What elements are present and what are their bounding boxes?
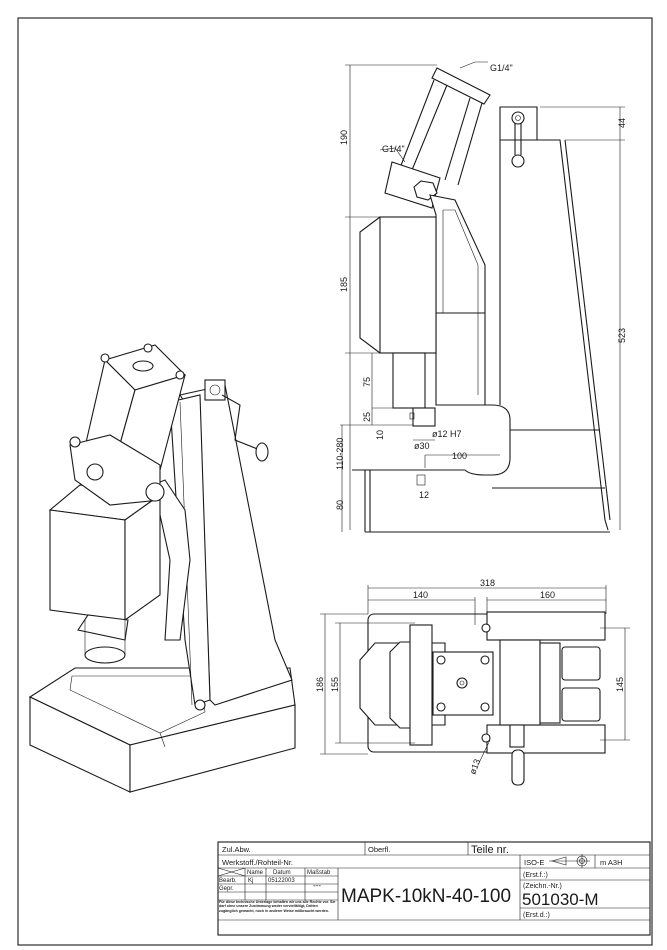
erst-d-label: (Erst.d.:) <box>523 912 550 919</box>
grip-lower <box>561 687 601 722</box>
erst-f-label: (Erst.f.:) <box>523 872 548 879</box>
dim-12: 12 <box>419 490 429 500</box>
dim-44: 44 <box>617 118 627 128</box>
dim-100: 100 <box>452 451 467 461</box>
port-label-side: G1/4" <box>382 144 405 154</box>
bearb-name: Kj <box>248 878 253 884</box>
dim-110-280: 110-280 <box>335 438 345 470</box>
arm <box>139 479 191 641</box>
ram <box>392 352 426 409</box>
rail-bottom <box>486 724 606 754</box>
table-slot <box>69 675 206 734</box>
dim-25: 25 <box>362 412 372 422</box>
iso-label: ISO-E <box>524 858 544 867</box>
drawing-number: 501030-M <box>522 890 599 909</box>
massstab-value: --- <box>313 881 321 890</box>
dim-155: 155 <box>330 677 340 692</box>
dim-185: 185 <box>339 277 349 292</box>
zeichn-nr-label: (Zeichn.-Nr.) <box>523 883 562 890</box>
teile-nr-label: Teile nr. <box>471 844 509 856</box>
zul-abw-label: Zul.Abw. <box>222 845 251 854</box>
row-gepr: Gepr. <box>219 886 234 892</box>
dim-13: ø13 <box>467 758 482 776</box>
crank-housing <box>204 379 226 401</box>
dim-75: 75 <box>362 377 372 387</box>
crank-handle <box>255 442 269 462</box>
crank-hub <box>509 724 525 748</box>
dim-10: 10 <box>375 430 385 440</box>
oberfl-label: Oberfl. <box>368 845 391 854</box>
crank-arm <box>221 394 261 451</box>
tool <box>84 646 126 664</box>
dim-160: 160 <box>540 590 555 600</box>
grip-upper <box>561 646 601 681</box>
plan-view: 318 140 160 186 155 145 ø13 <box>315 578 630 786</box>
head-box <box>379 216 437 354</box>
format-label: m A3H <box>600 858 623 867</box>
dim-186: 186 <box>315 677 325 692</box>
hex-nut <box>145 482 165 502</box>
port-label-top: G1/4" <box>490 63 513 73</box>
column-top <box>499 639 541 726</box>
dim-30: ø30 <box>414 441 430 451</box>
head-clamp <box>409 624 433 746</box>
crank-handle <box>511 749 525 786</box>
arm <box>429 194 486 406</box>
dim-523: 523 <box>617 328 627 343</box>
tool <box>412 407 436 427</box>
page-border <box>17 17 653 946</box>
crank-pivot <box>511 111 525 125</box>
title-block: Zul.Abw. Oberfl. Teile nr. Werkstoff./Ro… <box>217 841 651 936</box>
col-massstab: Maßstab <box>307 870 331 876</box>
dim-318: 318 <box>480 578 495 588</box>
projection-symbol-icon <box>549 854 590 868</box>
dim-190: 190 <box>339 130 349 145</box>
head-front <box>49 509 126 621</box>
ram <box>77 614 129 641</box>
base-side-face <box>129 704 296 793</box>
dim-145: 145 <box>615 677 625 692</box>
rail-top <box>486 611 606 641</box>
crank-knob <box>511 154 525 168</box>
dim-80: 80 <box>335 500 345 510</box>
disclaimer: Für diese technische Unterlage behalten … <box>219 900 336 913</box>
row-bearb: Bearb. <box>219 878 237 884</box>
werkstoff-label: Werkstoff./Rohteil-Nr. <box>222 858 293 867</box>
dim-140: 140 <box>413 590 428 600</box>
head-side <box>124 493 161 622</box>
isometric-view <box>28 343 296 793</box>
drawing-title: MAPK-10kN-40-100 <box>341 886 511 907</box>
col-name: Name <box>247 870 264 876</box>
bearb-datum: 05122003 <box>268 878 295 884</box>
side-view: G1/4" G1/4" 190 185 75 25 10 110-280 80 … <box>335 61 627 533</box>
col-datum: Datum <box>273 870 291 876</box>
cylinder-cap <box>431 67 491 105</box>
dim-12-h7: ø12 H7 <box>432 429 462 439</box>
